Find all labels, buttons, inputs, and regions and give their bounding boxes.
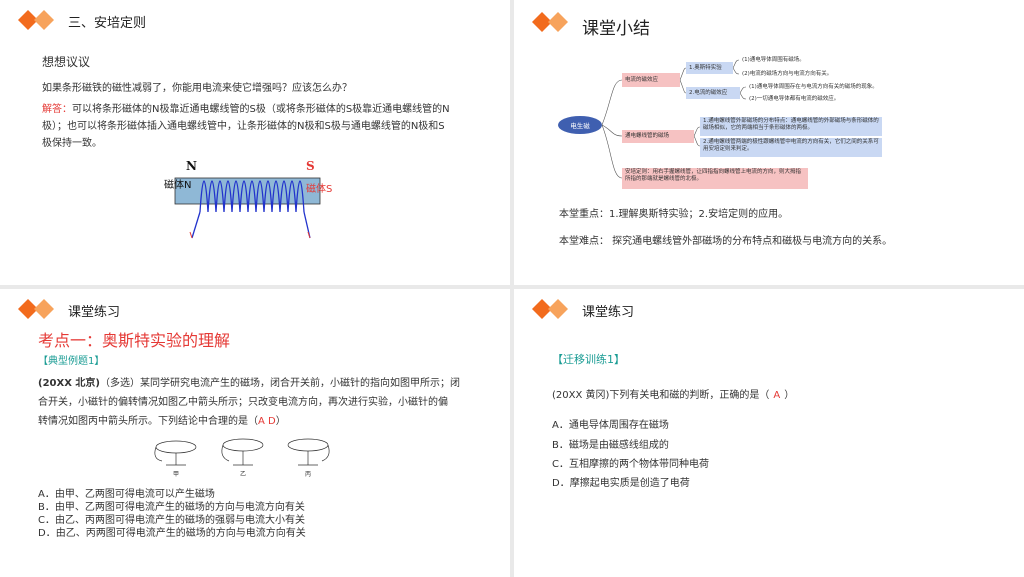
question-line-3: 转情况如图丙中箭头所示。下列结论中合理的是（ xyxy=(38,416,258,427)
transfer-question: (20XX 黄冈)下列有关电和磁的判断，正确的是（A） xyxy=(552,390,795,401)
mindmap-branch-ampere-rule: 安培定则：用右手握螺线管，让四指指向螺线管上电流的方向，则大拇指所指的那端就是螺… xyxy=(622,168,808,189)
mindmap-leaf: (1)通电导体周围有磁场。 xyxy=(742,57,805,63)
diamond-logo-icon xyxy=(18,10,54,30)
diamond-logo-icon xyxy=(532,12,568,32)
diamond-logo-icon xyxy=(18,299,54,319)
mindmap-branch-magnetic-effect: 电流的磁效应 xyxy=(622,73,680,87)
example-question: (20XX 北京)（多选）某同学研究电流产生的磁场，闭合开关前，小磁针的指向如图… xyxy=(38,378,460,427)
question-text: 如果条形磁铁的磁性减弱了，你能用电流来使它增强吗？应该怎么办？ xyxy=(42,83,352,94)
label-n-top: N xyxy=(186,159,197,173)
current-arrow-left xyxy=(189,231,193,239)
coil-windings xyxy=(199,180,305,213)
mindmap-branch-solenoid: 通电螺线管的磁场 xyxy=(622,130,694,143)
compass-experiment-figure: 甲 乙 丙 xyxy=(154,438,330,478)
answer-block: 解答：可以将条形磁体的N极靠近通电螺线管的S极（或将条形磁体的S极靠近通电螺线管… xyxy=(42,101,492,152)
option-a: A．由甲、乙两图可得电流可以产生磁场 xyxy=(38,489,215,500)
slide-exercise-1: 课堂练习 考点一：奥斯特实验的理解 【典型例题1】 (20XX 北京)（多选）某… xyxy=(0,289,510,577)
slide-ampere-rule: 三、安培定则 想想议议 如果条形磁铁的磁性减弱了，你能用电流来使它增强吗？应该怎… xyxy=(0,0,510,285)
question-text: (20XX 黄冈)下列有关电和磁的判断，正确的是（ xyxy=(552,390,770,401)
slide-title: 课堂小结 xyxy=(582,19,650,39)
mindmap-root: 电生磁 xyxy=(558,116,602,134)
current-arrow-right xyxy=(307,231,311,239)
option-b: B．由甲、乙两图可得电流产生的磁场的方向与电流方向有关 xyxy=(38,502,305,513)
option-d: D．摩擦起电实质是创造了电荷 xyxy=(552,478,690,489)
solenoid-figure: N S 磁体N 磁体S xyxy=(164,159,332,239)
mindmap-node-oersted: 1.奥斯特实验 xyxy=(686,62,733,74)
option-c: C．由乙、丙两图可得电流产生的磁场的强弱与电流大小有关 xyxy=(38,515,305,526)
mindmap-leaf: (2)电流的磁场方向与电流方向有关。 xyxy=(742,71,833,77)
answer-text: A xyxy=(773,390,781,401)
option-d: D．由乙、丙两图可得电流产生的磁场的方向与电流方向有关 xyxy=(38,528,306,539)
slide-title: 三、安培定则 xyxy=(68,16,147,31)
answer-label: 解答： xyxy=(42,104,72,115)
slide-exercise-2: 课堂练习 【迁移训练1】 (20XX 黄冈)下列有关电和磁的判断，正确的是（A）… xyxy=(514,289,1024,577)
mindmap-node-solenoid-polarity: 2.通电螺线管两端的极性跟螺线管中电流的方向有关，它们之间的关系可用安培定则来判… xyxy=(700,138,882,157)
difficulty-text: 本堂难点： 探究通电螺线管外部磁场的分布特点和磁极与电流方向的关系。 xyxy=(559,236,893,247)
figure-label-c: 丙 xyxy=(305,471,311,478)
label-magnet-n: 磁体N xyxy=(164,178,191,191)
answer-line-2: 极）；也可以将条形磁体插入通电螺线管中，让条形磁体的N极和S极与通电螺线管的N极… xyxy=(42,121,445,132)
option-c: C．互相摩擦的两个物体带同种电荷 xyxy=(552,459,709,470)
answer-line-3: 极保持一致。 xyxy=(42,138,102,149)
question-heading: 想想议议 xyxy=(42,55,91,69)
diamond-logo-icon xyxy=(532,299,568,319)
key-point-text: 本堂重点：1.理解奥斯特实验；2.安培定则的应用。 xyxy=(559,209,789,220)
mindmap-leaf: (2)一切通电导体都有电流的磁效应。 xyxy=(749,96,840,102)
topic-heading: 考点一：奥斯特实验的理解 xyxy=(38,331,231,350)
mindmap-node-solenoid-field: 1.通电螺线管外部磁场的分布特点：通电螺线管的外部磁场与条形磁体的磁场相似，它的… xyxy=(700,117,882,136)
question-source: (20XX 北京) xyxy=(38,378,100,389)
option-a: A．通电导体周围存在磁场 xyxy=(552,420,669,431)
lead-wire-left xyxy=(191,211,201,239)
mindmap-connectors xyxy=(601,59,747,179)
question-line-1: （多选）某同学研究电流产生的磁场，闭合开关前，小磁针的指向如图甲所示；闭 xyxy=(99,378,460,389)
mindmap-leaf: (1)通电导体周围存在与电流方向有关的磁场的现象。 xyxy=(749,84,878,90)
question-line-2: 合开关，小磁针的偏转情况如图乙中箭头所示；只改变电流方向，再次进行实验，小磁针的… xyxy=(38,397,448,408)
label-magnet-s: 磁体S xyxy=(306,182,332,195)
answer-text: A D xyxy=(258,416,276,427)
slide-title: 课堂练习 xyxy=(68,305,121,320)
mindmap-node-current-effect: 2.电流的磁效应 xyxy=(686,87,740,99)
label-s-top: S xyxy=(306,159,315,173)
option-b: B．磁场是由磁感线组成的 xyxy=(552,440,669,451)
slide-title: 课堂练习 xyxy=(582,305,635,320)
slide-summary: 课堂小结 电生磁 电流的磁效应 1.奥斯特实验 (1)通电导体周围有磁场。 (2… xyxy=(514,0,1024,285)
transfer-tag: 【迁移训练1】 xyxy=(552,353,625,366)
example-tag: 【典型例题1】 xyxy=(38,356,105,367)
answer-line-1: 可以将条形磁体的N极靠近通电螺线管的S极（或将条形磁体的S极靠近通电螺线管的N xyxy=(72,104,450,115)
figure-label-b: 乙 xyxy=(240,471,246,478)
figure-label-a: 甲 xyxy=(173,471,179,478)
